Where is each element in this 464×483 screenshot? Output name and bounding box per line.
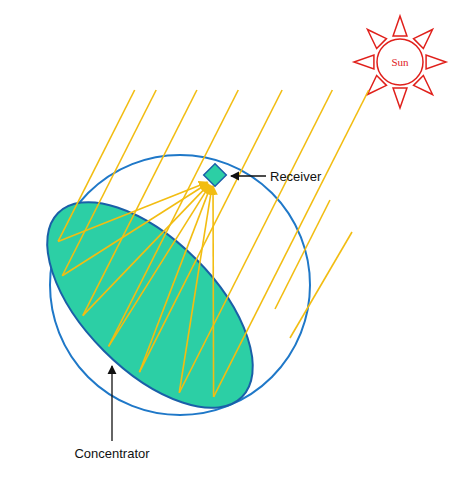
receiver-label: Receiver bbox=[270, 169, 321, 184]
reflected-ray bbox=[212, 186, 214, 397]
sun-label: Sun bbox=[391, 56, 408, 68]
sun-rays-symbol bbox=[354, 16, 446, 108]
sun-ray-triangle bbox=[393, 16, 407, 36]
light-rays bbox=[58, 90, 369, 397]
leader-line bbox=[231, 175, 266, 176]
concentrator-dish bbox=[12, 167, 288, 443]
reflected-ray bbox=[58, 182, 207, 241]
incoming-ray bbox=[179, 90, 332, 393]
reflected-ray bbox=[83, 184, 209, 315]
sun-ray-triangle bbox=[393, 88, 407, 108]
incoming-ray bbox=[275, 200, 330, 309]
incoming-ray bbox=[83, 90, 197, 316]
incoming-ray bbox=[290, 232, 352, 338]
concentrator-label: Concentrator bbox=[74, 446, 149, 461]
sun-ray-triangle bbox=[354, 55, 374, 69]
reflected-ray bbox=[179, 186, 212, 393]
incoming-ray bbox=[109, 90, 239, 346]
sun-circle: Sun bbox=[376, 38, 424, 86]
incoming-ray bbox=[62, 90, 156, 276]
leader-line bbox=[111, 366, 112, 441]
sun-disc bbox=[377, 39, 423, 85]
sun-ray-triangle bbox=[426, 55, 446, 69]
incoming-ray bbox=[58, 90, 135, 241]
incoming-ray bbox=[214, 90, 369, 397]
receiver-symbol bbox=[204, 164, 227, 187]
reflected-ray bbox=[139, 186, 210, 373]
